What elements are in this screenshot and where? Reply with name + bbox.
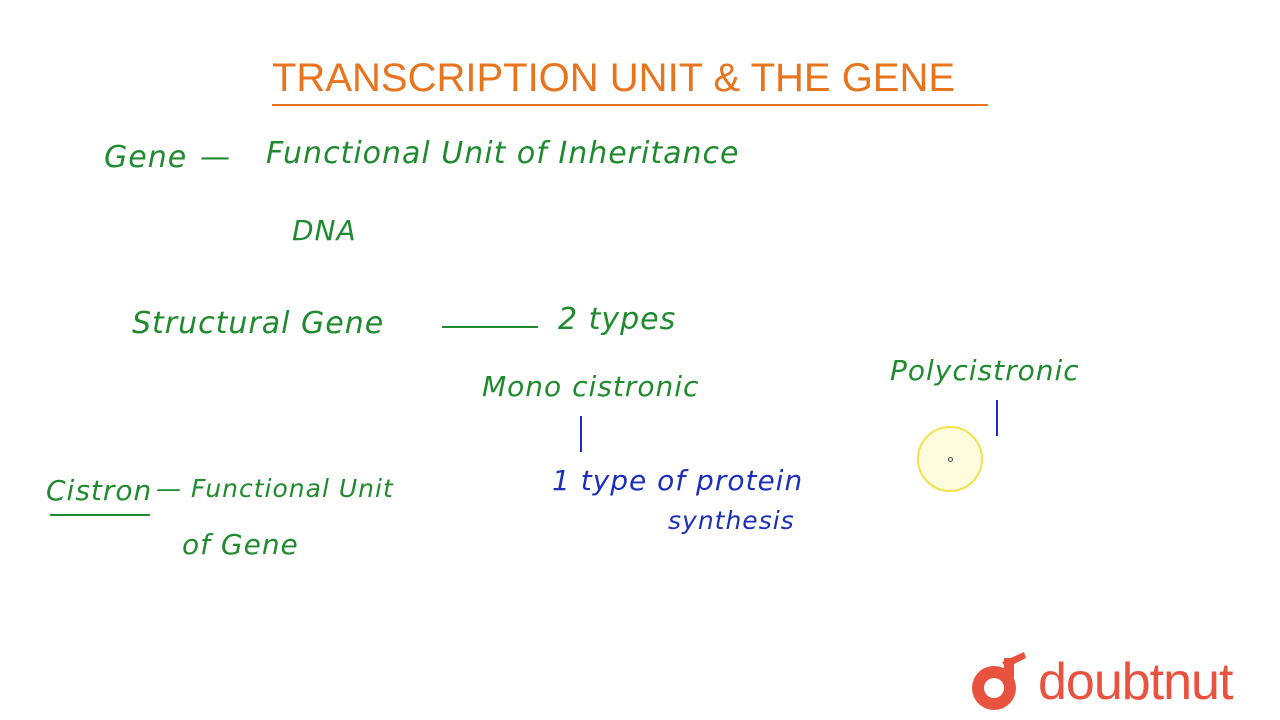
- cursor-highlight: [917, 426, 983, 492]
- two-types-label: 2 types: [558, 302, 677, 337]
- gene-definition: Functional Unit of Inheritance: [266, 136, 740, 171]
- cistron-label: Cistron: [46, 474, 153, 507]
- protein-line-1: 1 type of protein: [552, 464, 804, 497]
- structural-gene-line: [442, 326, 538, 328]
- cistron-definition-line2: of Gene: [182, 528, 299, 561]
- doubtnut-logo-icon: [972, 652, 1026, 710]
- dna-label: DNA: [292, 214, 357, 247]
- polycistronic-label: Polycistronic: [890, 354, 1080, 387]
- polycistronic-connector: [996, 400, 998, 436]
- title-underline: [272, 104, 988, 106]
- monocistronic-connector: [580, 416, 582, 452]
- cistron-underline: [50, 514, 150, 516]
- cistron-definition-line1: — Functional Unit: [156, 474, 394, 503]
- monocistronic-label: Mono cistronic: [482, 370, 700, 403]
- gene-dash: —: [200, 140, 231, 175]
- protein-line-2: synthesis: [668, 506, 795, 535]
- page-title: TRANSCRIPTION UNIT & THE GENE: [272, 56, 956, 100]
- structural-gene-label: Structural Gene: [132, 306, 385, 341]
- doubtnut-logo[interactable]: doubtnut: [966, 648, 1266, 718]
- doubtnut-logo-text: doubtnut: [1038, 653, 1233, 711]
- gene-label: Gene: [104, 140, 188, 175]
- cursor-pointer: [948, 457, 953, 462]
